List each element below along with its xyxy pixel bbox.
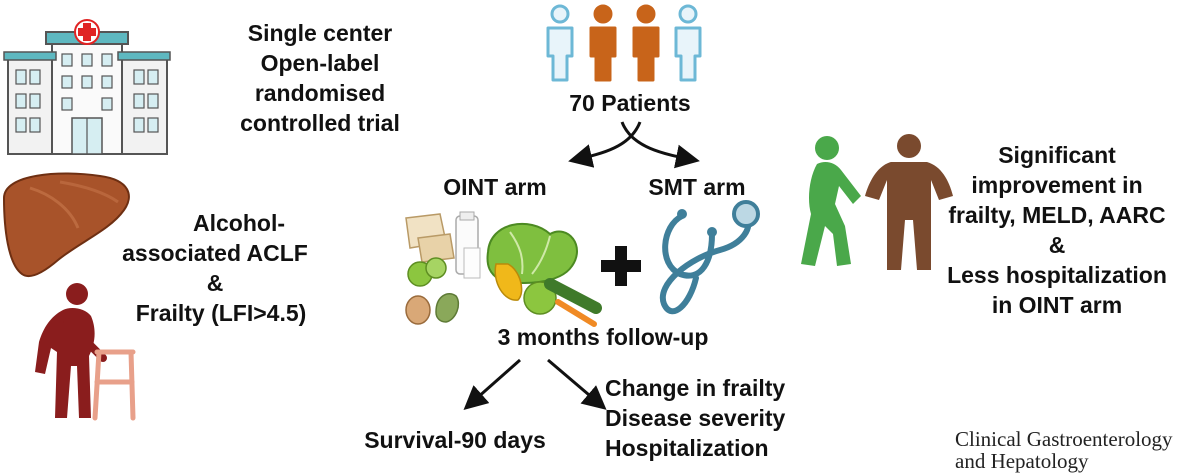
outcome-line-1: Significant xyxy=(998,142,1116,168)
person-walker-icon xyxy=(35,283,136,421)
outcome-summary-text: Significant improvement in frailty, MELD… xyxy=(922,140,1192,320)
hospital-icon xyxy=(3,19,171,155)
patients-count: 70 Patients xyxy=(569,90,691,116)
stethoscope-icon xyxy=(659,200,760,315)
study-design-line-4: controlled trial xyxy=(240,110,400,136)
population-line-1: Alcohol- xyxy=(193,210,285,236)
population-text: Alcohol- associated ACLF & Frailty (LFI>… xyxy=(115,208,315,328)
healthy-food-icon xyxy=(405,211,602,327)
journal-line-2: and Hepatology xyxy=(955,449,1089,473)
secondary-endpoint-1: Change in frailty xyxy=(605,375,786,401)
outcome-line-2: improvement in xyxy=(971,172,1143,198)
study-design-line-1: Single center xyxy=(247,20,393,46)
secondary-endpoint-3: Hospitalization xyxy=(605,435,769,461)
journal-line-1: Clinical Gastroenterology xyxy=(955,427,1173,451)
secondary-endpoint-2: Disease severity xyxy=(605,405,786,431)
followup-label: 3 months follow-up xyxy=(497,324,709,350)
secondary-endpoints: Change in frailty Disease severity Hospi… xyxy=(605,373,815,463)
study-design-text: Single center Open-label randomised cont… xyxy=(215,18,425,138)
population-line-3: & xyxy=(206,270,224,296)
patients-group-icon xyxy=(546,4,702,82)
endpoint-arrows xyxy=(463,358,607,410)
population-line-2: associated ACLF xyxy=(122,240,308,266)
journal-wordmark: Clinical Gastroenterology and Hepatology xyxy=(955,428,1195,472)
oint-arm-label: OINT arm xyxy=(443,174,547,200)
study-design-line-3: randomised xyxy=(254,80,386,106)
outcome-line-6: in OINT arm xyxy=(991,292,1123,318)
population-line-4: Frailty (LFI>4.5) xyxy=(135,300,307,326)
walking-persons-icon xyxy=(801,134,953,270)
outcome-line-3: frailty, MELD, AARC xyxy=(948,202,1166,228)
plus-icon xyxy=(601,246,641,286)
randomization-arrows xyxy=(568,121,700,169)
outcome-line-4: & xyxy=(1048,232,1066,258)
primary-endpoint: Survival-90 days xyxy=(364,427,546,453)
smt-arm-label: SMT arm xyxy=(648,174,746,200)
study-design-line-2: Open-label xyxy=(260,50,380,76)
liver-icon xyxy=(2,172,130,278)
outcome-line-5: Less hospitalization xyxy=(947,262,1167,288)
